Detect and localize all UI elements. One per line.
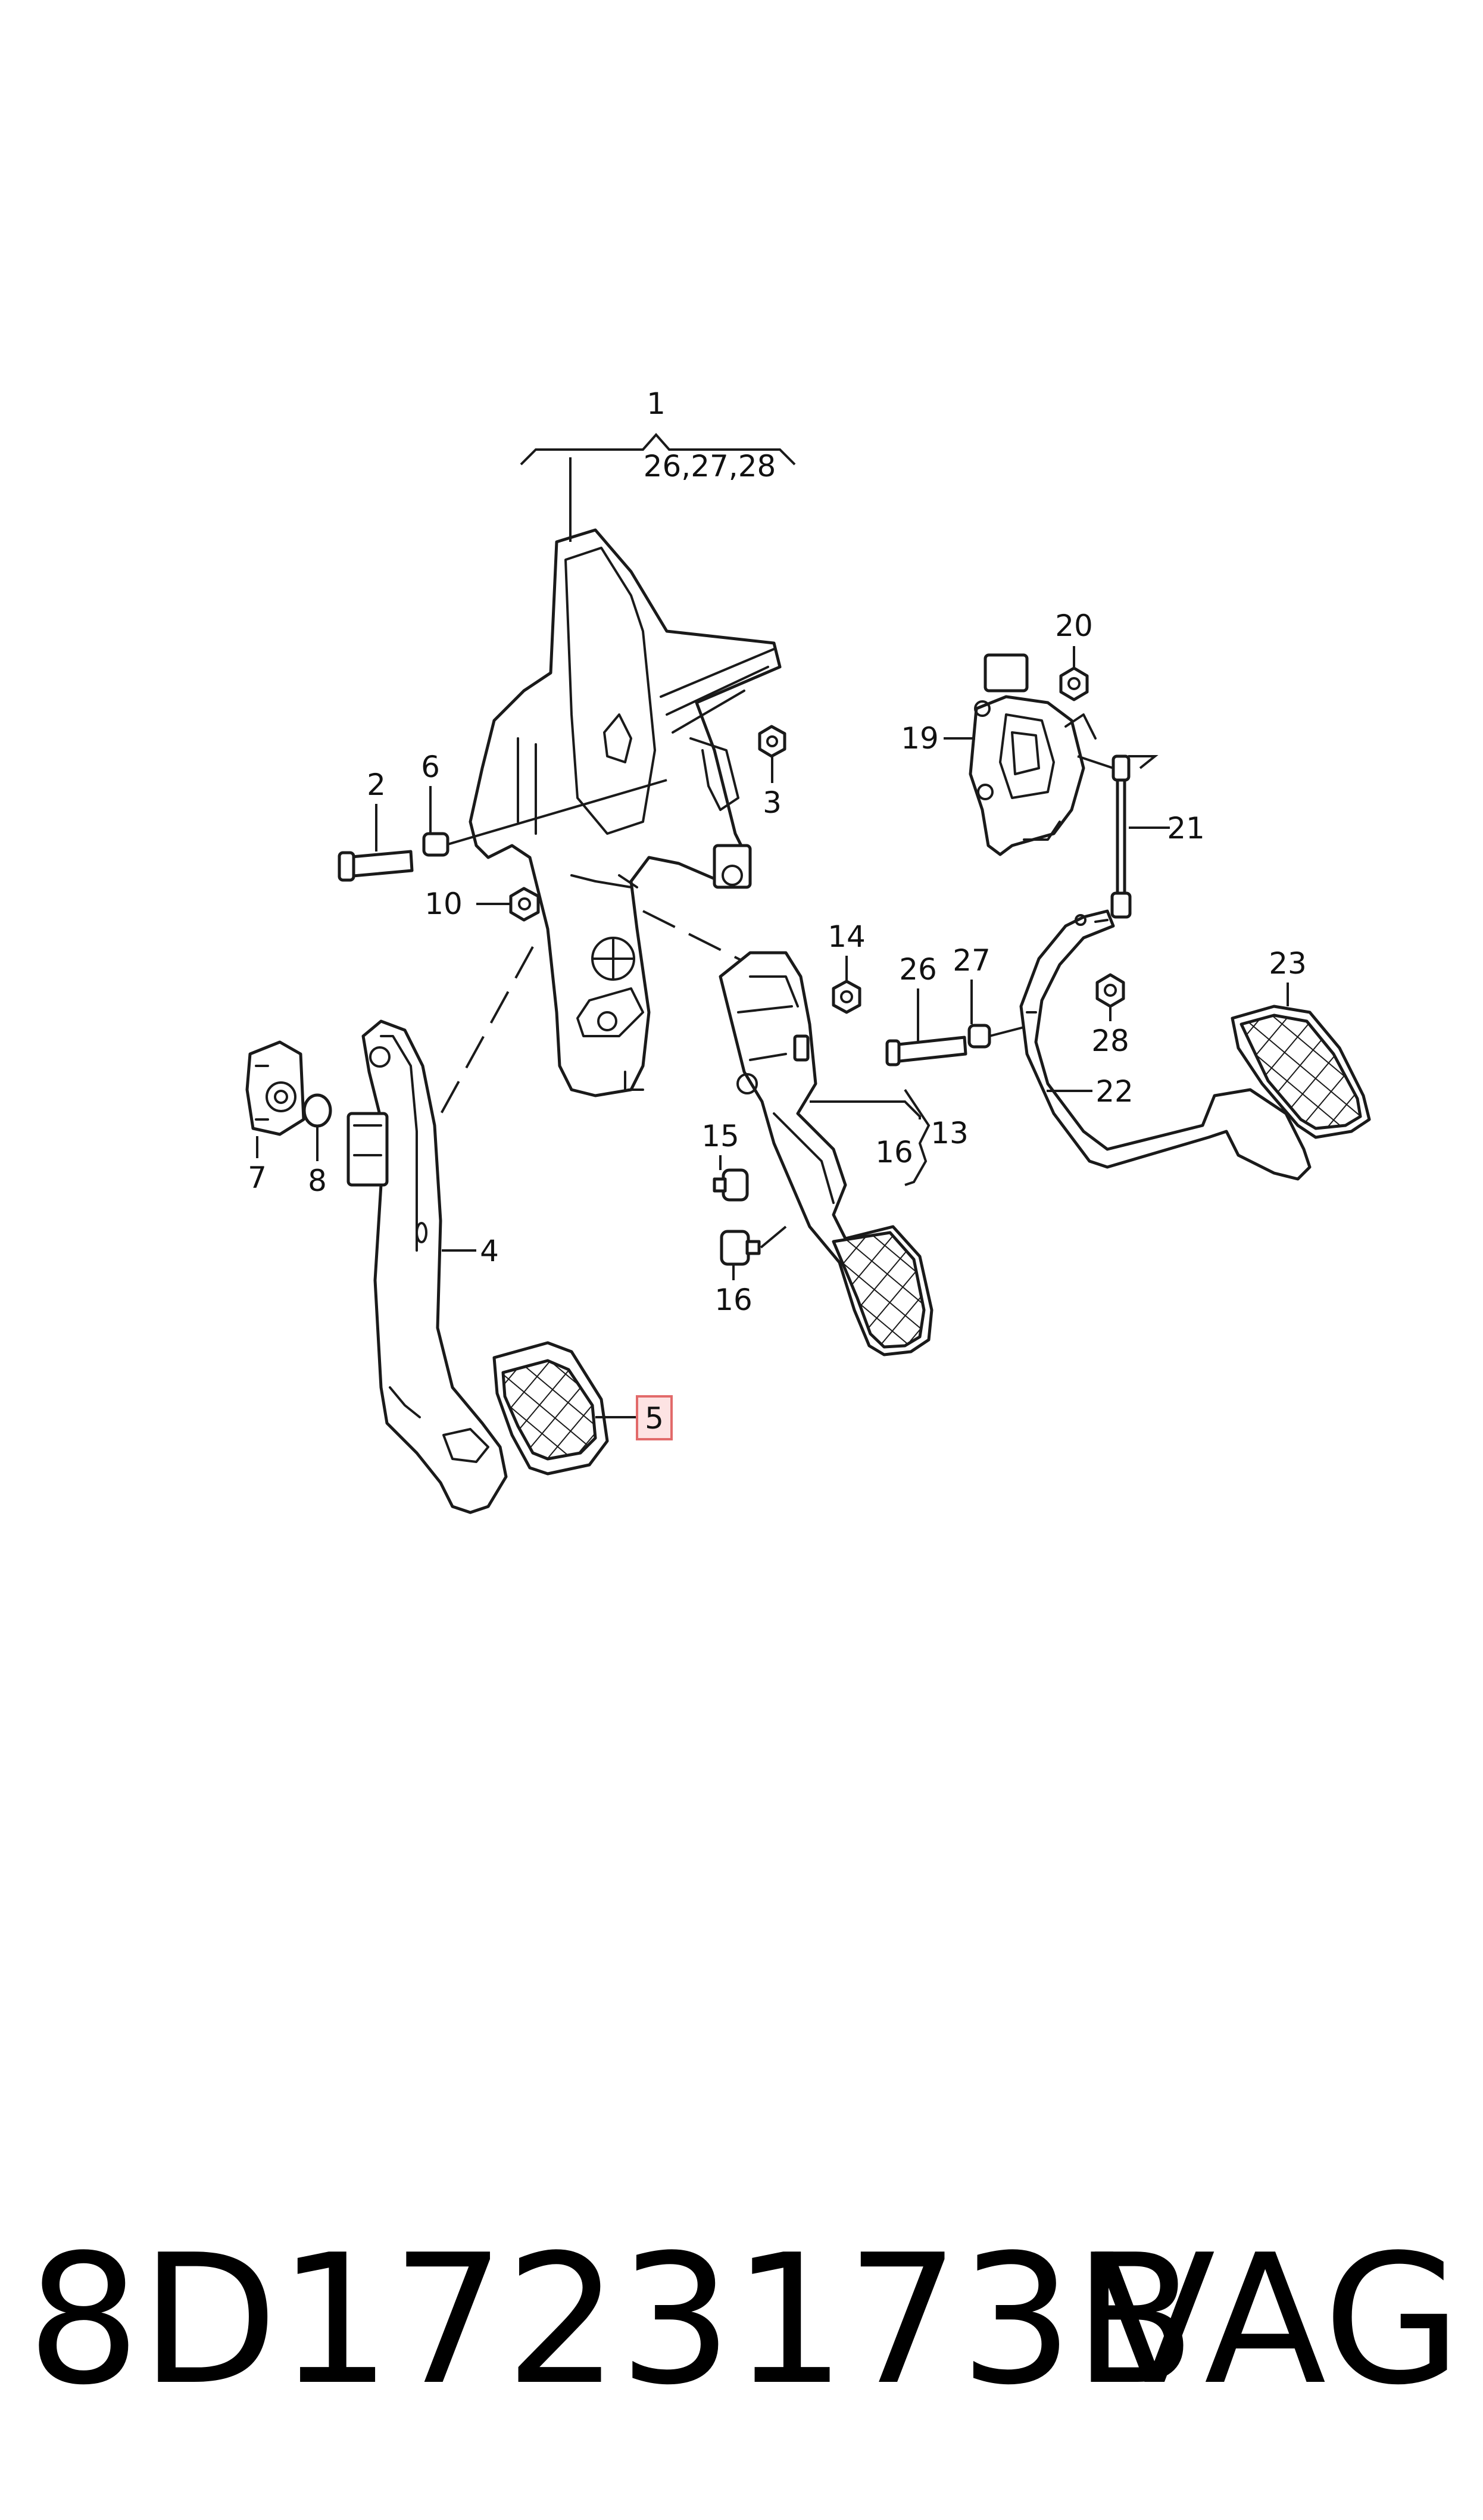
clip-part-8[interactable]: [302, 1093, 332, 1128]
callout-27[interactable]: 27: [953, 943, 991, 978]
accelerator-pad-part-23[interactable]: [1231, 1005, 1371, 1139]
bearing-block-part-7[interactable]: [245, 1040, 305, 1136]
callout-5[interactable]: 5: [645, 1401, 664, 1436]
callout-21[interactable]: 21: [1167, 811, 1205, 846]
nut-part-20[interactable]: [1059, 666, 1089, 701]
callout-1-subparts[interactable]: 26,27,28: [644, 449, 776, 484]
callout-14[interactable]: 14: [828, 919, 866, 954]
pedal-assembly-part-13[interactable]: [719, 951, 933, 1356]
bolt-part-2[interactable]: [338, 850, 414, 882]
callout-5-highlight-box: [636, 1395, 673, 1440]
clutch-pedal-arm-part-4[interactable]: [346, 1019, 508, 1514]
callout-13[interactable]: 13: [931, 1116, 969, 1150]
callout-1[interactable]: 1: [647, 386, 666, 421]
nut-part-10[interactable]: [509, 887, 540, 922]
callout-22[interactable]: 22: [1095, 1074, 1134, 1109]
nut-part-14[interactable]: [832, 980, 861, 1014]
callout-2[interactable]: 2: [367, 768, 386, 802]
pedal-bracket-part-1[interactable]: [469, 528, 782, 1097]
bushing-part-27[interactable]: [967, 1024, 991, 1049]
pin-part-26[interactable]: [885, 1036, 967, 1066]
pedal-pad-part-5[interactable]: [492, 1341, 609, 1476]
callout-16-group[interactable]: 16: [875, 1135, 913, 1169]
callout-8[interactable]: 8: [308, 1164, 327, 1198]
part-number: 8D1723173B: [27, 2216, 1196, 2424]
callout-10[interactable]: 10: [424, 887, 463, 921]
switch-part-15[interactable]: [713, 1168, 749, 1202]
callout-20[interactable]: 20: [1055, 609, 1093, 643]
sensor-module-part-19[interactable]: [969, 653, 1097, 856]
callout-26[interactable]: 26: [899, 952, 937, 987]
switch-part-16[interactable]: [720, 1230, 761, 1266]
callout-7[interactable]: 7: [248, 1161, 267, 1195]
callout-28[interactable]: 28: [1091, 1024, 1129, 1058]
link-rod-part-21[interactable]: [1110, 754, 1132, 919]
bushing-part-6[interactable]: [422, 832, 449, 857]
callout-6[interactable]: 6: [421, 750, 440, 784]
callout-16[interactable]: 16: [714, 1283, 753, 1317]
callout-19[interactable]: 19: [901, 721, 939, 756]
callout-23[interactable]: 23: [1269, 946, 1307, 981]
callout-4[interactable]: 4: [480, 1234, 499, 1268]
accelerator-lever-part-22[interactable]: [1019, 909, 1312, 1181]
nut-part-3[interactable]: [758, 725, 786, 758]
callout-15[interactable]: 15: [701, 1119, 739, 1153]
callout-3[interactable]: 3: [763, 785, 782, 820]
brand-label: VAG: [1094, 2216, 1462, 2424]
nut-part-28[interactable]: [1095, 973, 1125, 1008]
